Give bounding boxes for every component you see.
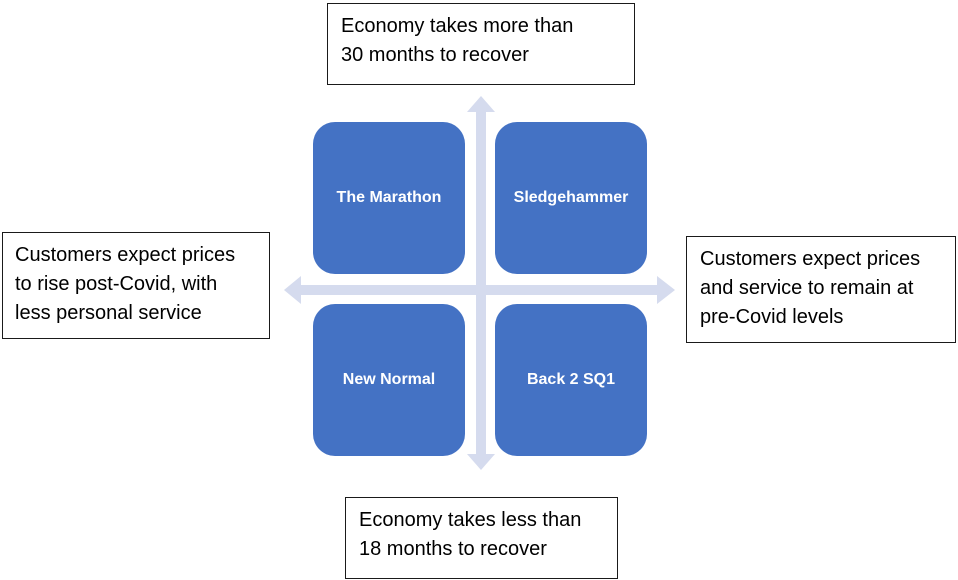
axis-label-line: Customers expect prices [700, 248, 921, 270]
axis-label-line: 30 months to recover [341, 44, 529, 66]
axis-label-line: Economy takes more than [341, 15, 574, 37]
quadrant-label: Back 2 SQ1 [526, 371, 616, 388]
axis-label-right: Customers expect prices and service to r… [686, 236, 956, 343]
quadrant-label: New Normal [342, 371, 436, 388]
vertical-arrow-shaft [476, 111, 486, 455]
vertical-arrow-head-up [467, 96, 495, 112]
axis-label-line: Customers expect prices [15, 244, 236, 266]
quadrant-sledgehammer: Sledgehammer [495, 122, 647, 274]
axis-label-top: Economy takes more than 30 months to rec… [327, 3, 635, 85]
axis-label-line: 18 months to recover [359, 538, 547, 560]
axis-label-line: pre-Covid levels [700, 306, 844, 328]
horizontal-arrow-shaft [300, 285, 658, 295]
axis-label-line: and service to remain at [700, 277, 914, 299]
horizontal-axis-arrow [284, 276, 675, 304]
axis-label-line: to rise post-Covid, with [15, 273, 218, 295]
quadrant-label: Sledgehammer [513, 189, 629, 206]
axis-label-line: Economy takes less than [359, 509, 582, 531]
axis-label-line: less personal service [15, 302, 202, 324]
quadrant-new-normal: New Normal [313, 304, 465, 456]
quadrant-back-2-sq1: Back 2 SQ1 [495, 304, 647, 456]
vertical-arrow-head-down [467, 454, 495, 470]
horizontal-arrow-head-left [284, 276, 301, 304]
horizontal-arrow-head-right [657, 276, 675, 304]
vertical-axis-arrow [467, 96, 495, 470]
axis-label-bottom: Economy takes less than 18 months to rec… [345, 497, 618, 579]
quadrant-label: The Marathon [336, 189, 442, 206]
quadrant-the-marathon: The Marathon [313, 122, 465, 274]
axis-label-left: Customers expect prices to rise post-Cov… [2, 232, 270, 339]
